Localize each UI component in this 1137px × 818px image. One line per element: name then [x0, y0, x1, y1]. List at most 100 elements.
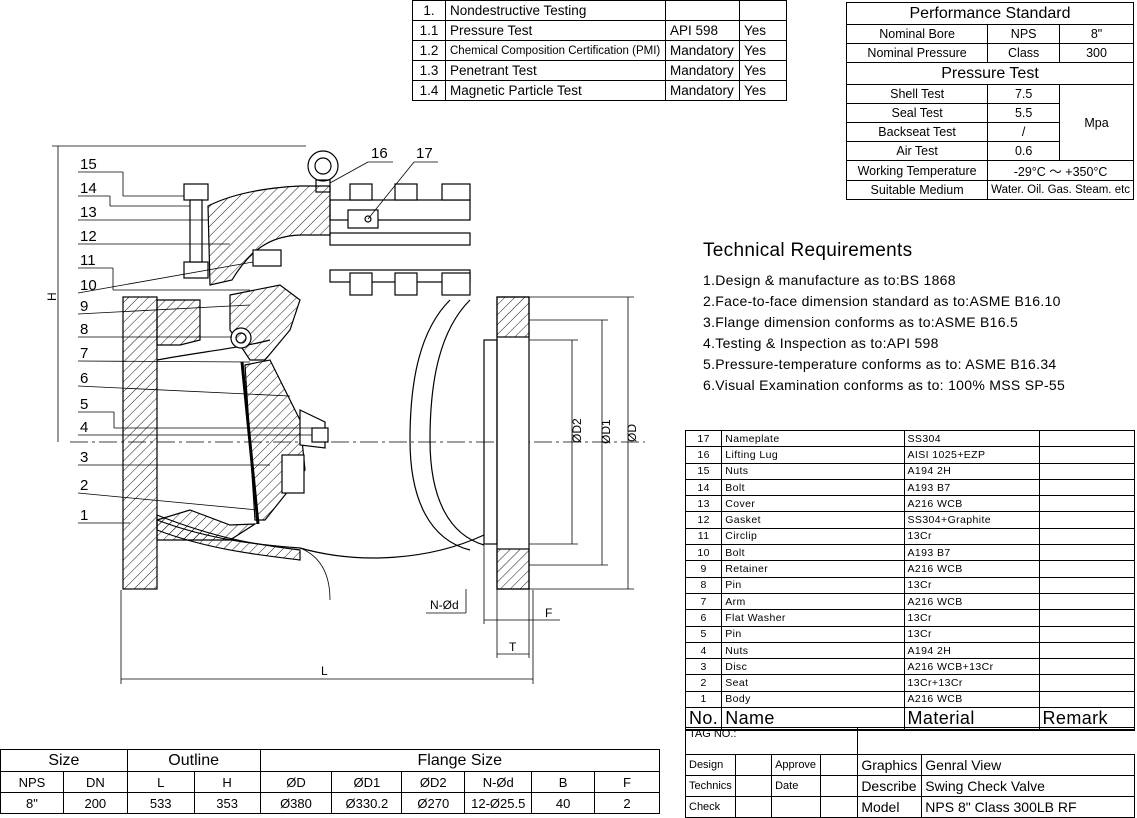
bom-no: 3	[684, 658, 723, 676]
ndt-cell	[739, 0, 787, 21]
ndt-cell: Mandatory	[665, 60, 740, 81]
backseat-test-value: /	[987, 122, 1061, 142]
performance-table: Performance Standard Nominal Bore NPS 8"…	[845, 2, 1134, 200]
nominal-bore-unit: NPS	[987, 24, 1061, 44]
nominal-bore-value: 8"	[1059, 24, 1134, 44]
bom-material: 13Cr	[903, 609, 1040, 627]
describe-value: Swing Check Valve	[921, 775, 1135, 797]
title-block: TAG NO.: Design Approve Graphics Genral …	[684, 727, 1135, 818]
part-label: 15	[80, 156, 97, 173]
bom-name: Body	[721, 690, 905, 709]
dim-header: B	[531, 771, 596, 793]
bom-material: SS304+Graphite	[903, 511, 1040, 529]
bom-material: 13Cr	[903, 576, 1040, 594]
bom-name: Nuts	[721, 462, 905, 480]
check-label: Check	[685, 796, 736, 818]
dim-header: ØD1	[331, 771, 403, 793]
working-temp-value: -29°C ～ +350°C	[987, 160, 1134, 181]
dim-value: 12-Ø25.5	[464, 792, 533, 814]
tech-item: 2.Face-to-face dimension standard as to:…	[703, 293, 1061, 309]
medium-value: Water. Oil. Gas. Steam. etc	[987, 180, 1134, 200]
bom-remark	[1038, 592, 1136, 611]
design-value	[734, 754, 773, 776]
bom-remark	[1038, 609, 1136, 627]
bom-name: Seat	[721, 674, 905, 692]
nominal-pressure-label: Nominal Pressure	[845, 43, 989, 63]
ndt-cell: Yes	[739, 80, 787, 101]
dim-header: L	[126, 771, 195, 793]
bom-no: 8	[684, 576, 723, 594]
describe-label: Describe	[857, 775, 923, 797]
technical-requirements: Technical Requirements 1.Design & manufa…	[703, 240, 1065, 398]
part-label: 7	[80, 345, 88, 362]
outline-group: Outline	[126, 749, 261, 772]
bom-name: Disc	[721, 658, 905, 676]
technics-value	[734, 775, 773, 797]
dim-header: ØD	[259, 771, 333, 793]
ndt-cell: 1.4	[412, 80, 446, 101]
seal-test-label: Seal Test	[845, 103, 989, 123]
design-label: Design	[685, 754, 736, 776]
part-label: 2	[80, 477, 88, 494]
bom-material: A216 WCB	[903, 690, 1040, 709]
bom-no: 15	[684, 462, 723, 480]
bom-name: Cover	[721, 495, 905, 513]
dim-l: L	[321, 664, 328, 678]
ndt-cell: Yes	[739, 40, 787, 61]
bom-material: AISI 1025+EZP	[903, 446, 1040, 464]
ndt-cell: Penetrant Test	[445, 60, 666, 81]
nominal-pressure-unit: Class	[987, 43, 1061, 63]
dim-header: ØD2	[401, 771, 466, 793]
dim-value: 353	[193, 792, 261, 814]
bom-remark	[1038, 544, 1136, 562]
bom-name: Gasket	[721, 511, 905, 529]
tag-blank	[857, 727, 1135, 755]
shell-test-value: 7.5	[987, 84, 1061, 104]
valve-drawing: 15 14 13 12 11 10 9 8 7 6 5 4 3 2 1 16 1…	[45, 145, 645, 684]
bom-head-no: No.	[684, 707, 723, 732]
nominal-bore-label: Nominal Bore	[845, 24, 989, 44]
tech-item: 6.Visual Examination conforms as to: 100…	[703, 377, 1066, 393]
dim-d1: ØD1	[599, 419, 613, 444]
tech-item: 4.Testing & Inspection as to:API 598	[703, 335, 939, 351]
dim-header: F	[594, 771, 660, 793]
bom-name: Retainer	[721, 560, 905, 578]
tech-item: 1.Design & manufacture as to:BS 1868	[703, 272, 956, 288]
tech-title: Technical Requirements	[703, 240, 913, 261]
approve-value	[820, 754, 859, 776]
bom-no: 7	[684, 592, 723, 611]
air-test-value: 0.6	[987, 141, 1061, 161]
part-label: 12	[80, 228, 97, 245]
bom-remark	[1038, 495, 1136, 513]
ndt-cell: API 598	[665, 20, 740, 41]
dim-header: NPS	[0, 771, 64, 793]
size-group: Size	[0, 749, 128, 772]
bom-no: 16	[684, 446, 723, 464]
nominal-pressure-value: 300	[1059, 43, 1134, 63]
check-blank	[771, 796, 822, 818]
bom-name: Bolt	[721, 478, 905, 497]
graphics-value: Genral View	[921, 754, 1135, 776]
part-label: 1	[80, 507, 88, 524]
bom-remark	[1038, 641, 1136, 660]
ndt-cell: Pressure Test	[445, 20, 666, 41]
tag-no: TAG NO.:	[684, 727, 859, 755]
check-blank2	[820, 796, 859, 818]
graphics-label: Graphics	[857, 754, 923, 776]
ndt-cell: Mandatory	[665, 80, 740, 101]
bom-remark	[1038, 625, 1136, 643]
shell-test-label: Shell Test	[845, 84, 989, 104]
